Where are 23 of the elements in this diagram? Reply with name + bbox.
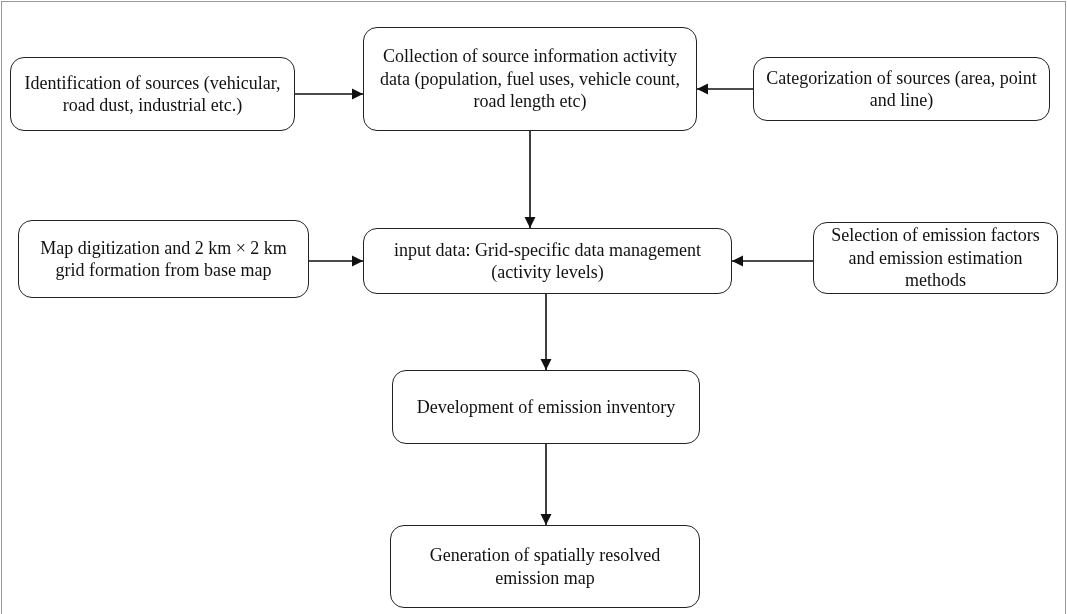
box-text: Map digitization and 2 km × 2 km grid formation from base map (39, 236, 288, 282)
process-box (753, 57, 1050, 121)
box-text: Collection of source information activity data (population, fuel uses, vehicle count, road length etc) (379, 45, 681, 113)
arrow (524, 130, 536, 229)
box-text: Generation of spatially resolved emission map (428, 544, 662, 589)
process-box (390, 525, 700, 608)
arrow (696, 83, 754, 95)
process-box (18, 220, 309, 298)
arrow (731, 255, 814, 267)
box-text: Identification of sources (vehicular, road dust, industrial etc.) (23, 71, 282, 117)
box-text: Selection of emission factors and emission estimation methods (830, 224, 1041, 292)
process-box (363, 228, 732, 294)
process-box (813, 222, 1058, 294)
process-box (10, 57, 295, 131)
arrow (540, 443, 552, 526)
box-text: input data: Grid-specific data management (activity levels) (393, 238, 702, 284)
process-box (392, 370, 700, 444)
box-text: Development of emission inventory (416, 395, 676, 419)
box-text: Categorization of sources (area, point and line) (765, 66, 1038, 112)
arrow (308, 255, 364, 267)
arrow (540, 293, 552, 371)
arrow (294, 88, 364, 100)
process-box (363, 27, 697, 131)
